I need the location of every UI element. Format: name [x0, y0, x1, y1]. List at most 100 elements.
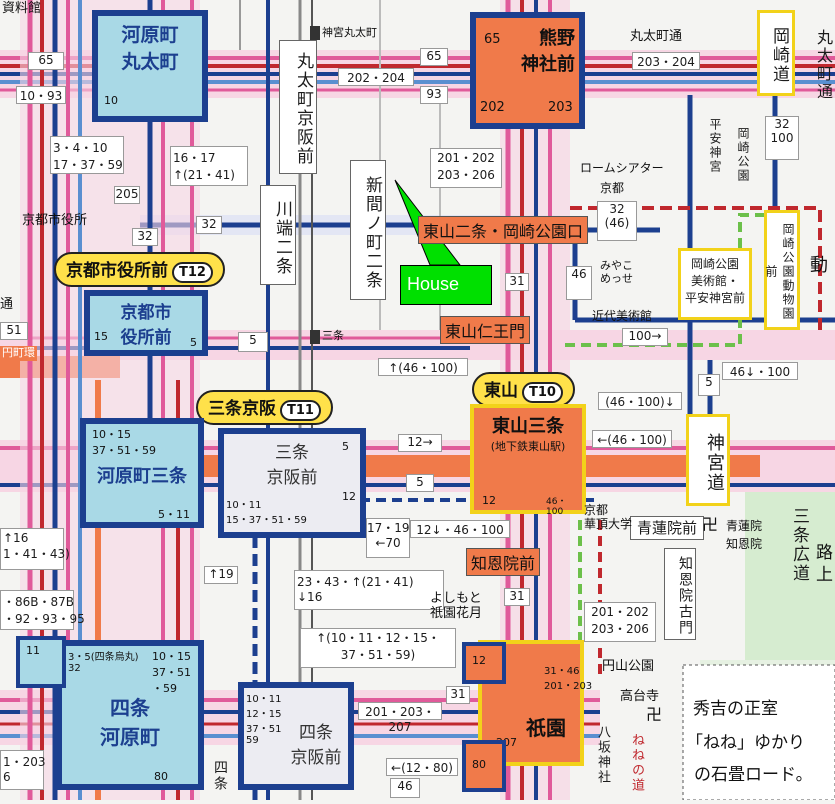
route-box: 31: [446, 686, 470, 704]
temple-icon: 卍: [702, 515, 719, 534]
route-box: ↑16 1・41・43): [0, 528, 70, 570]
route-number: 11: [26, 644, 40, 657]
route-box: ←(46・100): [592, 430, 672, 448]
label-jingumichi: 神宮道: [686, 414, 730, 506]
route-number: 10・11 12・15 37・51 59: [246, 694, 282, 746]
station-badge: T11: [280, 400, 321, 421]
label-kyoto-kacho: 京都 華頂大学: [584, 503, 633, 531]
stop-name: 京都市 役所前: [120, 303, 172, 348]
route-box: 23・43・↑(21・41) ↓16: [294, 570, 444, 610]
stop-higashiyama-nijo[interactable]: 東山二条・岡崎公園口: [418, 216, 589, 244]
route-number: 203: [548, 100, 573, 115]
route-number: 10・15 37・51・59: [92, 428, 156, 457]
route-box: 51: [0, 322, 28, 340]
subway-icon: [310, 26, 320, 40]
stop-shijo-keihanmae[interactable]: 10・11 12・15 37・51 59 四条 京阪前: [238, 682, 354, 790]
promo-line-3: の石畳ロード。: [694, 765, 813, 785]
stop-okazaki-park[interactable]: 岡崎公園 美術館・ 平安神宮前: [678, 248, 752, 320]
stop-kumano-jinjamae[interactable]: 熊野 神社前 65 202 203: [470, 12, 585, 129]
route-number: 80: [154, 770, 168, 783]
route-box: 31: [505, 273, 529, 291]
label-kindai-bijutsukan: 近代美術館: [592, 309, 653, 323]
route-box: 32 (46): [597, 201, 637, 241]
label-jingu-marutamachi: 神宮丸太町: [322, 26, 377, 39]
label-marutamachi-dori: 丸太町通: [814, 29, 833, 101]
route-number: 5・11: [158, 508, 190, 521]
house-callout[interactable]: House: [400, 265, 492, 305]
stop-higashiyama-sanjo[interactable]: 東山三条 (地下鉄東山駅) 12 46・100: [470, 404, 586, 517]
stop-name: 四条 京阪前: [290, 723, 342, 768]
promo-line-1: 秀吉の正室: [693, 699, 778, 719]
label-marutamachi-keihan: 丸太町京阪前: [279, 40, 317, 174]
route-box: 205: [114, 186, 140, 204]
stop-shijo-kawaramachi-2[interactable]: 11: [16, 636, 66, 688]
stop-gion-2[interactable]: 12: [462, 642, 506, 684]
route-number: 15: [94, 330, 108, 343]
stop-name: 東山三条: [492, 416, 564, 437]
label-okazaki-koen: 岡崎公園: [736, 127, 750, 183]
label-sanjo: 三条: [322, 329, 344, 342]
stop-chionin-mae[interactable]: 知恩院前: [466, 548, 541, 576]
route-box: 1・203 6: [0, 750, 46, 790]
label-kawabata-nijo: 川端二条: [260, 185, 296, 285]
route-box: 32: [196, 216, 222, 234]
stop-gion-3[interactable]: 80: [462, 740, 506, 792]
route-number: 3・5(四条烏丸) 32: [68, 652, 139, 674]
stop-kawaramachi-marutamachi[interactable]: 河原町 丸太町 10: [92, 10, 208, 122]
route-number: 12: [342, 490, 356, 503]
route-box: ・86B・87B ・92・93・95: [0, 590, 85, 630]
stop-name: 祇園: [526, 716, 566, 740]
label-shinmonzen-nijo: 新間ノ町二条: [350, 160, 386, 300]
stop-kawaramachi-sanjo[interactable]: 10・15 37・51・59 河原町三条 5・11: [80, 418, 204, 528]
route-box: 10・93: [16, 86, 66, 104]
stop-okazaki-zoo[interactable]: 岡崎公園動物園前: [764, 210, 800, 330]
route-box: 32: [132, 228, 158, 246]
route-number: 65: [484, 32, 501, 47]
route-box: 17・19 ←70: [366, 518, 410, 558]
route-number: 10・15 37・51 ・59: [152, 650, 191, 695]
route-box: 201・202 203・206: [430, 148, 502, 188]
label-chion-in: 知恩院: [726, 537, 763, 551]
stop-name: 河原町三条: [97, 466, 187, 487]
route-box: 201・203・207: [358, 702, 442, 734]
temple-icon: 卍: [646, 705, 663, 724]
stop-name: 四条 河原町: [100, 696, 160, 749]
label-yoshimoto: よしもと 祇園花月: [430, 591, 483, 621]
route-box: 31: [504, 588, 530, 606]
route-box: 3・4・10 17・37・59: [50, 136, 124, 174]
route-box: 16・17 ↑(21・41): [170, 146, 248, 186]
route-box: 46↓・100: [722, 362, 798, 380]
stop-higashiyama-nio[interactable]: 東山仁王門: [440, 316, 531, 344]
stop-sanjo-keihanmae[interactable]: 三条 京阪前 5 12 10・11 15・37・51・59: [218, 428, 366, 538]
house-callout-label: House: [407, 274, 460, 294]
route-box: 202・204: [338, 68, 414, 86]
route-box: 12↓・46・100: [410, 520, 510, 538]
route-box: 32 100: [765, 116, 799, 160]
label-kyoto: 京都: [600, 181, 625, 195]
station-name: 東山: [484, 381, 518, 401]
stop-name: 三条 京阪前: [266, 443, 318, 488]
station-badge: T12: [172, 262, 213, 283]
label-seiren-in: 青蓮院: [726, 519, 763, 533]
route-box: ↑(46・100): [378, 358, 468, 376]
promo-panel: [682, 664, 835, 801]
station-name: 京都市役所前: [66, 261, 168, 281]
route-box: 203・204: [632, 52, 700, 70]
route-box: ←(12・80): [386, 758, 458, 776]
stop-shijo-kawaramachi[interactable]: 3・5(四条烏丸) 32 10・15 37・51 ・59 四条 河原町 80: [56, 640, 204, 790]
label-miyako-messe: みやこめっせ: [600, 259, 633, 285]
rail-station-icon: [310, 330, 320, 344]
route-number: 12: [472, 654, 486, 667]
route-number: 202: [480, 100, 505, 115]
route-box: 5: [406, 474, 434, 492]
route-box: ↑19: [204, 566, 238, 584]
label-kyoto-shiyakusho: 京都市役所: [22, 213, 88, 228]
label-sanjo-hirodo: 三条広道: [789, 507, 809, 583]
label-ue: 上: [816, 565, 833, 585]
stop-kyoto-shiyakushomae[interactable]: 京都市 役所前 15 5: [84, 290, 208, 356]
stop-seiren-in-mae[interactable]: 青蓮院前: [630, 516, 704, 540]
